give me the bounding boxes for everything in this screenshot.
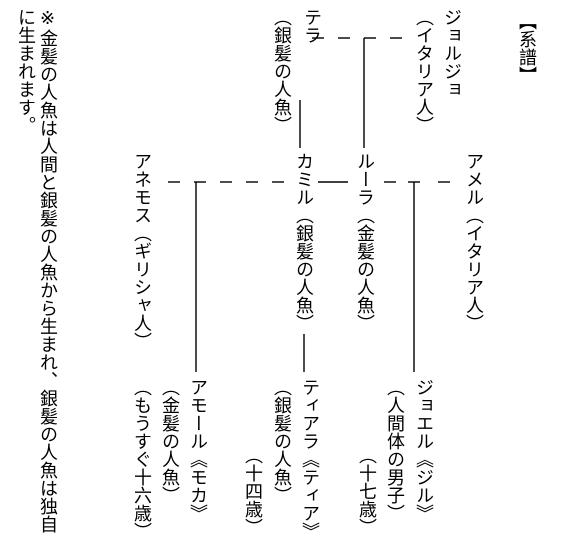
- person-amor-desc: （金髪の人魚）: [159, 378, 180, 504]
- person-tiara-age: （十四歳）: [242, 446, 263, 536]
- person-amel-name: アメル（イタリア人）: [463, 152, 484, 332]
- person-anemos-name: アネモス（ギリシャ人）: [131, 152, 152, 350]
- section-heading: 【系譜】: [516, 12, 537, 84]
- person-amor-name: アモール《モカ》: [187, 378, 208, 522]
- person-tera-desc: （銀髪の人魚）: [271, 8, 292, 134]
- person-giorgio-name: ジョルジョ: [441, 8, 462, 98]
- person-tiara-name: ティアラ《ティア》: [299, 378, 320, 540]
- person-tera-name: テラ: [301, 8, 322, 44]
- person-camille-name: カミル（銀髪の人魚）: [293, 152, 314, 332]
- person-joel-age: （十七歳）: [356, 446, 377, 536]
- person-joel-name: ジョエル《ジル》: [413, 378, 434, 522]
- person-lula-name: ルーラ（金髪の人魚）: [354, 152, 375, 332]
- person-tiara-desc: （銀髪の人魚）: [271, 378, 292, 504]
- person-giorgio-desc: （イタリア人）: [413, 8, 434, 134]
- person-amor-age: （もうすぐ十六歳）: [131, 378, 152, 540]
- footnote: ※金髪の人魚は人間と銀髪の人魚から生まれ、銀髪の人魚は独自に生まれます。: [15, 8, 58, 533]
- person-joel-desc: （人間体の男子）: [384, 378, 405, 522]
